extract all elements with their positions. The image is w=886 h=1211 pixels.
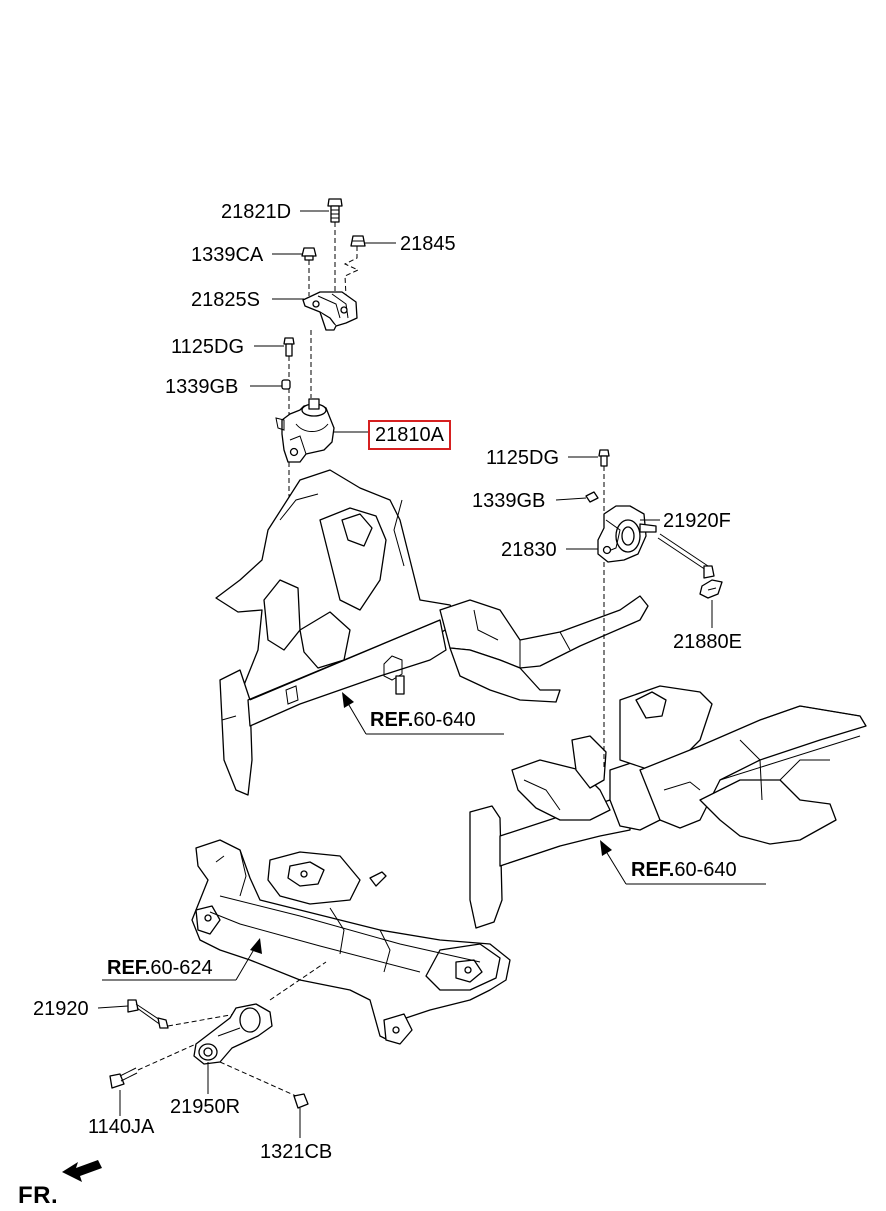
bolt-21920 xyxy=(127,999,169,1029)
callout-21950r[interactable]: 21950R xyxy=(170,1096,241,1118)
callout-21880e[interactable]: 21880E xyxy=(673,631,742,653)
mount-21810a xyxy=(275,398,335,463)
side-member-right xyxy=(469,685,867,929)
ref-prefix: REF. xyxy=(370,709,414,731)
mount-21830 xyxy=(597,505,657,563)
ref-arrowheads xyxy=(250,692,612,954)
callout-1321cb[interactable]: 1321CB xyxy=(260,1141,333,1163)
callout-1339gb-left[interactable]: 1339GB xyxy=(165,376,239,398)
callout-1339ca[interactable]: 1339CA xyxy=(191,244,264,266)
ref-number: 60-624 xyxy=(150,957,213,979)
ref-60-640-upper[interactable]: REF.60-640 xyxy=(370,710,476,730)
callout-21825s[interactable]: 21825S xyxy=(191,289,260,311)
callout-21810a[interactable]: 21810A xyxy=(375,424,444,446)
front-arrow-icon xyxy=(62,1160,102,1182)
ref-number: 60-640 xyxy=(413,709,476,731)
callout-21830[interactable]: 21830 xyxy=(501,539,557,561)
callout-1125dg-right[interactable]: 1125DG xyxy=(486,447,560,469)
callout-1140ja[interactable]: 1140JA xyxy=(88,1116,155,1138)
ref-60-640-lower[interactable]: REF.60-640 xyxy=(631,860,737,880)
callout-1125dg-left[interactable]: 1125DG xyxy=(171,336,245,358)
ref-prefix: REF. xyxy=(107,957,151,979)
bolt-21821d xyxy=(327,198,343,223)
ref-prefix: REF. xyxy=(631,859,675,881)
bracket-21880e xyxy=(699,579,723,599)
bracket-21825s xyxy=(302,291,358,331)
nut-1339ca xyxy=(301,247,317,261)
callout-21920f[interactable]: 21920F xyxy=(663,510,731,532)
leader-lines xyxy=(97,210,766,1138)
bolt-1125dg-right xyxy=(598,449,610,467)
upper-rail-left xyxy=(439,595,649,703)
nut-1339gb-right xyxy=(585,491,599,503)
bolt-21920f xyxy=(657,533,715,579)
mount-21950r xyxy=(193,1003,273,1065)
callout-21920[interactable]: 21920 xyxy=(33,998,89,1020)
bolt-1140ja xyxy=(109,1067,138,1089)
ref-number: 60-640 xyxy=(674,859,737,881)
crossmember xyxy=(191,839,511,1045)
bolt-1125dg-left xyxy=(283,337,295,357)
ref-60-624[interactable]: REF.60-624 xyxy=(107,958,213,978)
callout-21845[interactable]: 21845 xyxy=(400,233,456,255)
nut-1339gb-left xyxy=(281,379,291,390)
callout-1339gb-right[interactable]: 1339GB xyxy=(472,490,546,512)
nut-21845 xyxy=(350,235,366,247)
side-member-left xyxy=(215,469,461,796)
front-indicator-label: FR. xyxy=(18,1182,59,1209)
highlighted-callout-box[interactable]: 21810A xyxy=(368,420,451,450)
nut-1321cb xyxy=(293,1093,309,1109)
callout-21821d[interactable]: 21821D xyxy=(221,201,292,223)
